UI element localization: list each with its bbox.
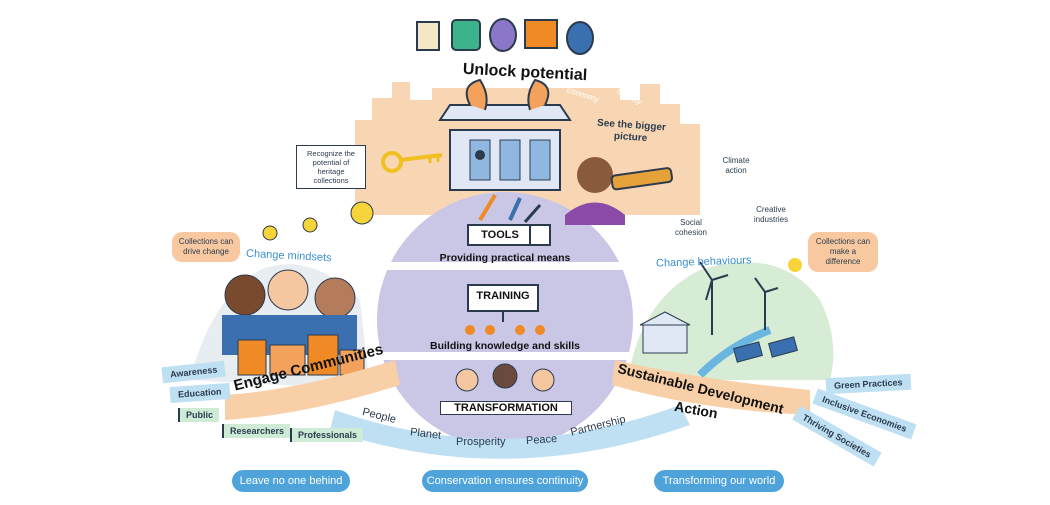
key-callout: Recognize the potential of heritage coll…: [296, 145, 366, 189]
tablet-icon: [451, 19, 481, 51]
pill-conservation-continuity: Conservation ensures continuity: [422, 470, 588, 492]
toolbox: [467, 193, 551, 246]
left-title-ribbon: [225, 360, 400, 420]
right-river: [697, 326, 772, 378]
flag-professionals: Professionals: [290, 428, 364, 442]
training-board: [465, 284, 545, 335]
central-sphere: [377, 192, 633, 448]
cloud-climate-action: Climate action: [722, 156, 750, 175]
tools-label: TOOLS: [481, 229, 519, 241]
vase-icon: [489, 18, 517, 52]
pill-leave-no-one-behind: Leave no one behind: [232, 470, 350, 492]
sun-icon: [788, 258, 802, 272]
raised-hands-icon: [465, 78, 550, 111]
ribbon-prosperity: Prosperity: [456, 436, 506, 448]
cloud-social-cohesion: Social cohesion: [674, 218, 708, 237]
heritage-objects: [416, 18, 594, 55]
heritage-building: [438, 104, 572, 191]
make-difference-bubble: Collections can make a difference: [808, 232, 878, 272]
bottom-ribbon: [330, 405, 690, 459]
flag-public: Public: [178, 408, 220, 422]
cloud-creative-industries: Creative industries: [753, 205, 789, 224]
tools-caption: Providing practical means: [439, 252, 571, 264]
flag-researchers: Researchers: [222, 424, 291, 438]
tools-band-divider: [380, 262, 630, 270]
drive-change-bubble: Collections can drive change: [172, 232, 240, 262]
training-band-divider: [380, 352, 630, 360]
wind-turbines: [699, 261, 779, 335]
solar-panels: [733, 336, 798, 363]
scroll-icon: [416, 21, 440, 51]
training-label: TRAINING: [476, 290, 530, 302]
key-icon: [381, 151, 443, 173]
telescope-person: [565, 157, 674, 225]
painting-icon: [524, 19, 558, 49]
pill-transforming-world: Transforming our world: [654, 470, 784, 492]
right-title-ribbon: [612, 360, 810, 415]
training-caption: Building knowledge and skills: [430, 340, 580, 352]
bigger-picture-callout: See the bigger picture: [596, 117, 667, 145]
mask-icon: [566, 21, 594, 55]
lightbulb-icons: [262, 201, 374, 241]
ribbon-peace: Peace: [525, 432, 558, 448]
transformation-label: TRANSFORMATION: [440, 401, 572, 415]
transformation-people: [455, 363, 555, 392]
museum-building: [639, 311, 691, 354]
